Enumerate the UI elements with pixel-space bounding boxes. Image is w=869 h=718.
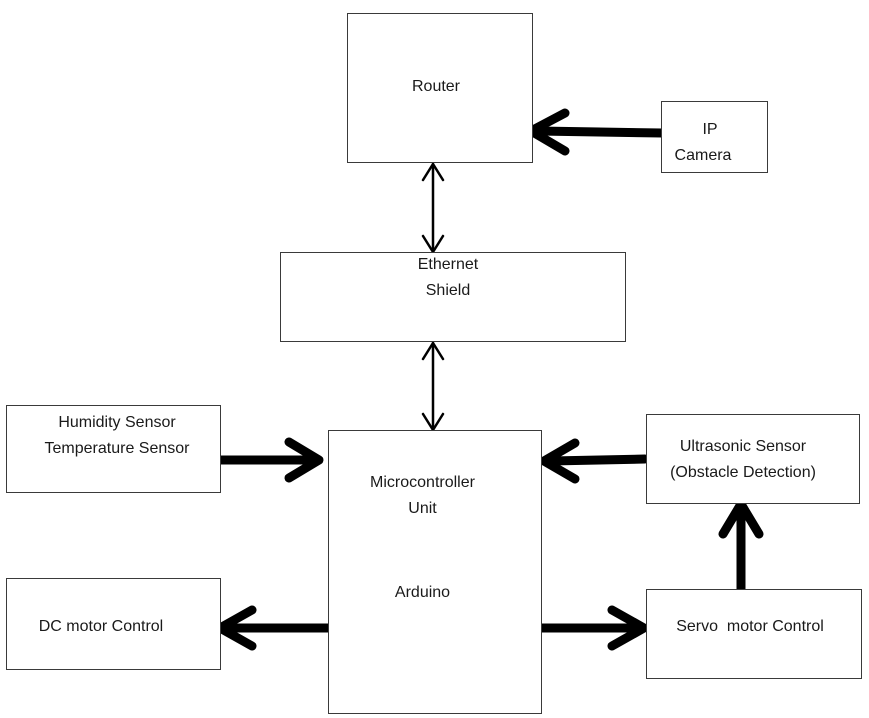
ultrasonic-sensor-label-line1: Ultrasonic Sensor: [679, 438, 807, 455]
arrow-camera-to-router: [526, 108, 667, 156]
dc-motor-label: DC motor Control: [38, 618, 164, 635]
arrow-microcontroller-to-dc-motor: [215, 605, 333, 651]
servo-motor-label: Servo motor Control: [676, 618, 824, 635]
ethernet-shield-box: [280, 252, 626, 342]
ip-camera-label-line1: IP: [702, 121, 718, 138]
arrow-ethernet-microcontroller: [421, 341, 445, 432]
microcontroller-label-line2: Unit: [408, 500, 437, 517]
ultrasonic-sensor-label: Ultrasonic Sensor (Obstacle Detection): [646, 434, 840, 486]
sensors-box: [6, 405, 221, 493]
microcontroller-label-line1: Microcontroller: [370, 474, 475, 491]
ultrasonic-sensor-box: [646, 414, 860, 504]
humidity-sensor-label: Humidity Sensor: [58, 414, 176, 431]
router-box: [347, 13, 533, 163]
arrow-router-ethernet: [421, 162, 445, 254]
microcontroller-box: [328, 430, 542, 714]
ethernet-shield-label-line1: Ethernet: [417, 256, 479, 273]
arrow-microcontroller-to-servo: [535, 605, 649, 651]
arduino-label: Arduino: [394, 584, 451, 601]
ultrasonic-sensor-label-line2: (Obstacle Detection): [670, 464, 816, 481]
ethernet-shield-label: Ethernet Shield: [400, 252, 496, 304]
microcontroller-label: Microcontroller Unit: [340, 470, 505, 522]
arrow-ultrasonic-to-microcontroller: [539, 438, 650, 484]
servo-motor-box: [646, 589, 862, 679]
dc-motor-box: [6, 578, 221, 670]
arrow-servo-to-ultrasonic: [718, 499, 764, 594]
ip-camera-label-line2: Camera: [674, 147, 732, 164]
sensors-label: Humidity Sensor Temperature Sensor: [12, 410, 222, 462]
ethernet-shield-label-line2: Shield: [425, 282, 471, 299]
ip-camera-box: [661, 101, 768, 173]
temperature-sensor-label: Temperature Sensor: [44, 440, 190, 457]
router-label: Router: [411, 78, 461, 95]
ip-camera-label: IP Camera: [661, 117, 745, 169]
arrow-sensors-to-microcontroller: [215, 437, 324, 483]
